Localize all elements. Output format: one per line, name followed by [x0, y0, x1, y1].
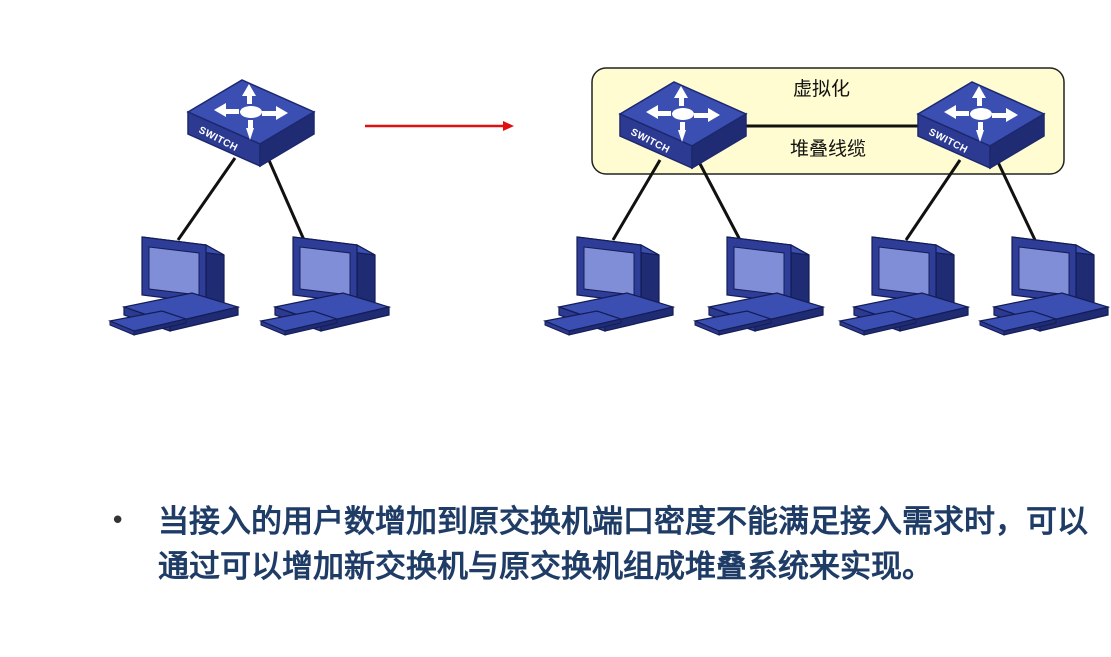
pc-icon [694, 236, 824, 336]
red-arrow-head [503, 121, 514, 131]
network-diagram: SWITCH SWITCH SWITCH 虚拟化 堆叠线缆 [109, 67, 1109, 336]
bullet-symbol: • [110, 506, 126, 536]
cable [904, 159, 962, 241]
bullet-text: 当接入的用户数增加到原交换机端口密度不能满足接入需求时，可以通过可以增加新交换机… [158, 504, 1088, 585]
cable [696, 159, 742, 241]
pc-icon [544, 236, 674, 336]
virtualization-label: 虚拟化 [793, 78, 850, 100]
cable [611, 159, 662, 241]
cable [995, 159, 1037, 241]
stack-cable-label: 堆叠线缆 [790, 138, 866, 160]
pc-icon [109, 236, 239, 336]
pc-icon [260, 236, 390, 336]
switch-icon: SWITCH [187, 79, 315, 167]
pc-icon [979, 236, 1109, 336]
cable [176, 157, 237, 241]
pc-icon [839, 236, 969, 336]
cable [266, 157, 306, 241]
